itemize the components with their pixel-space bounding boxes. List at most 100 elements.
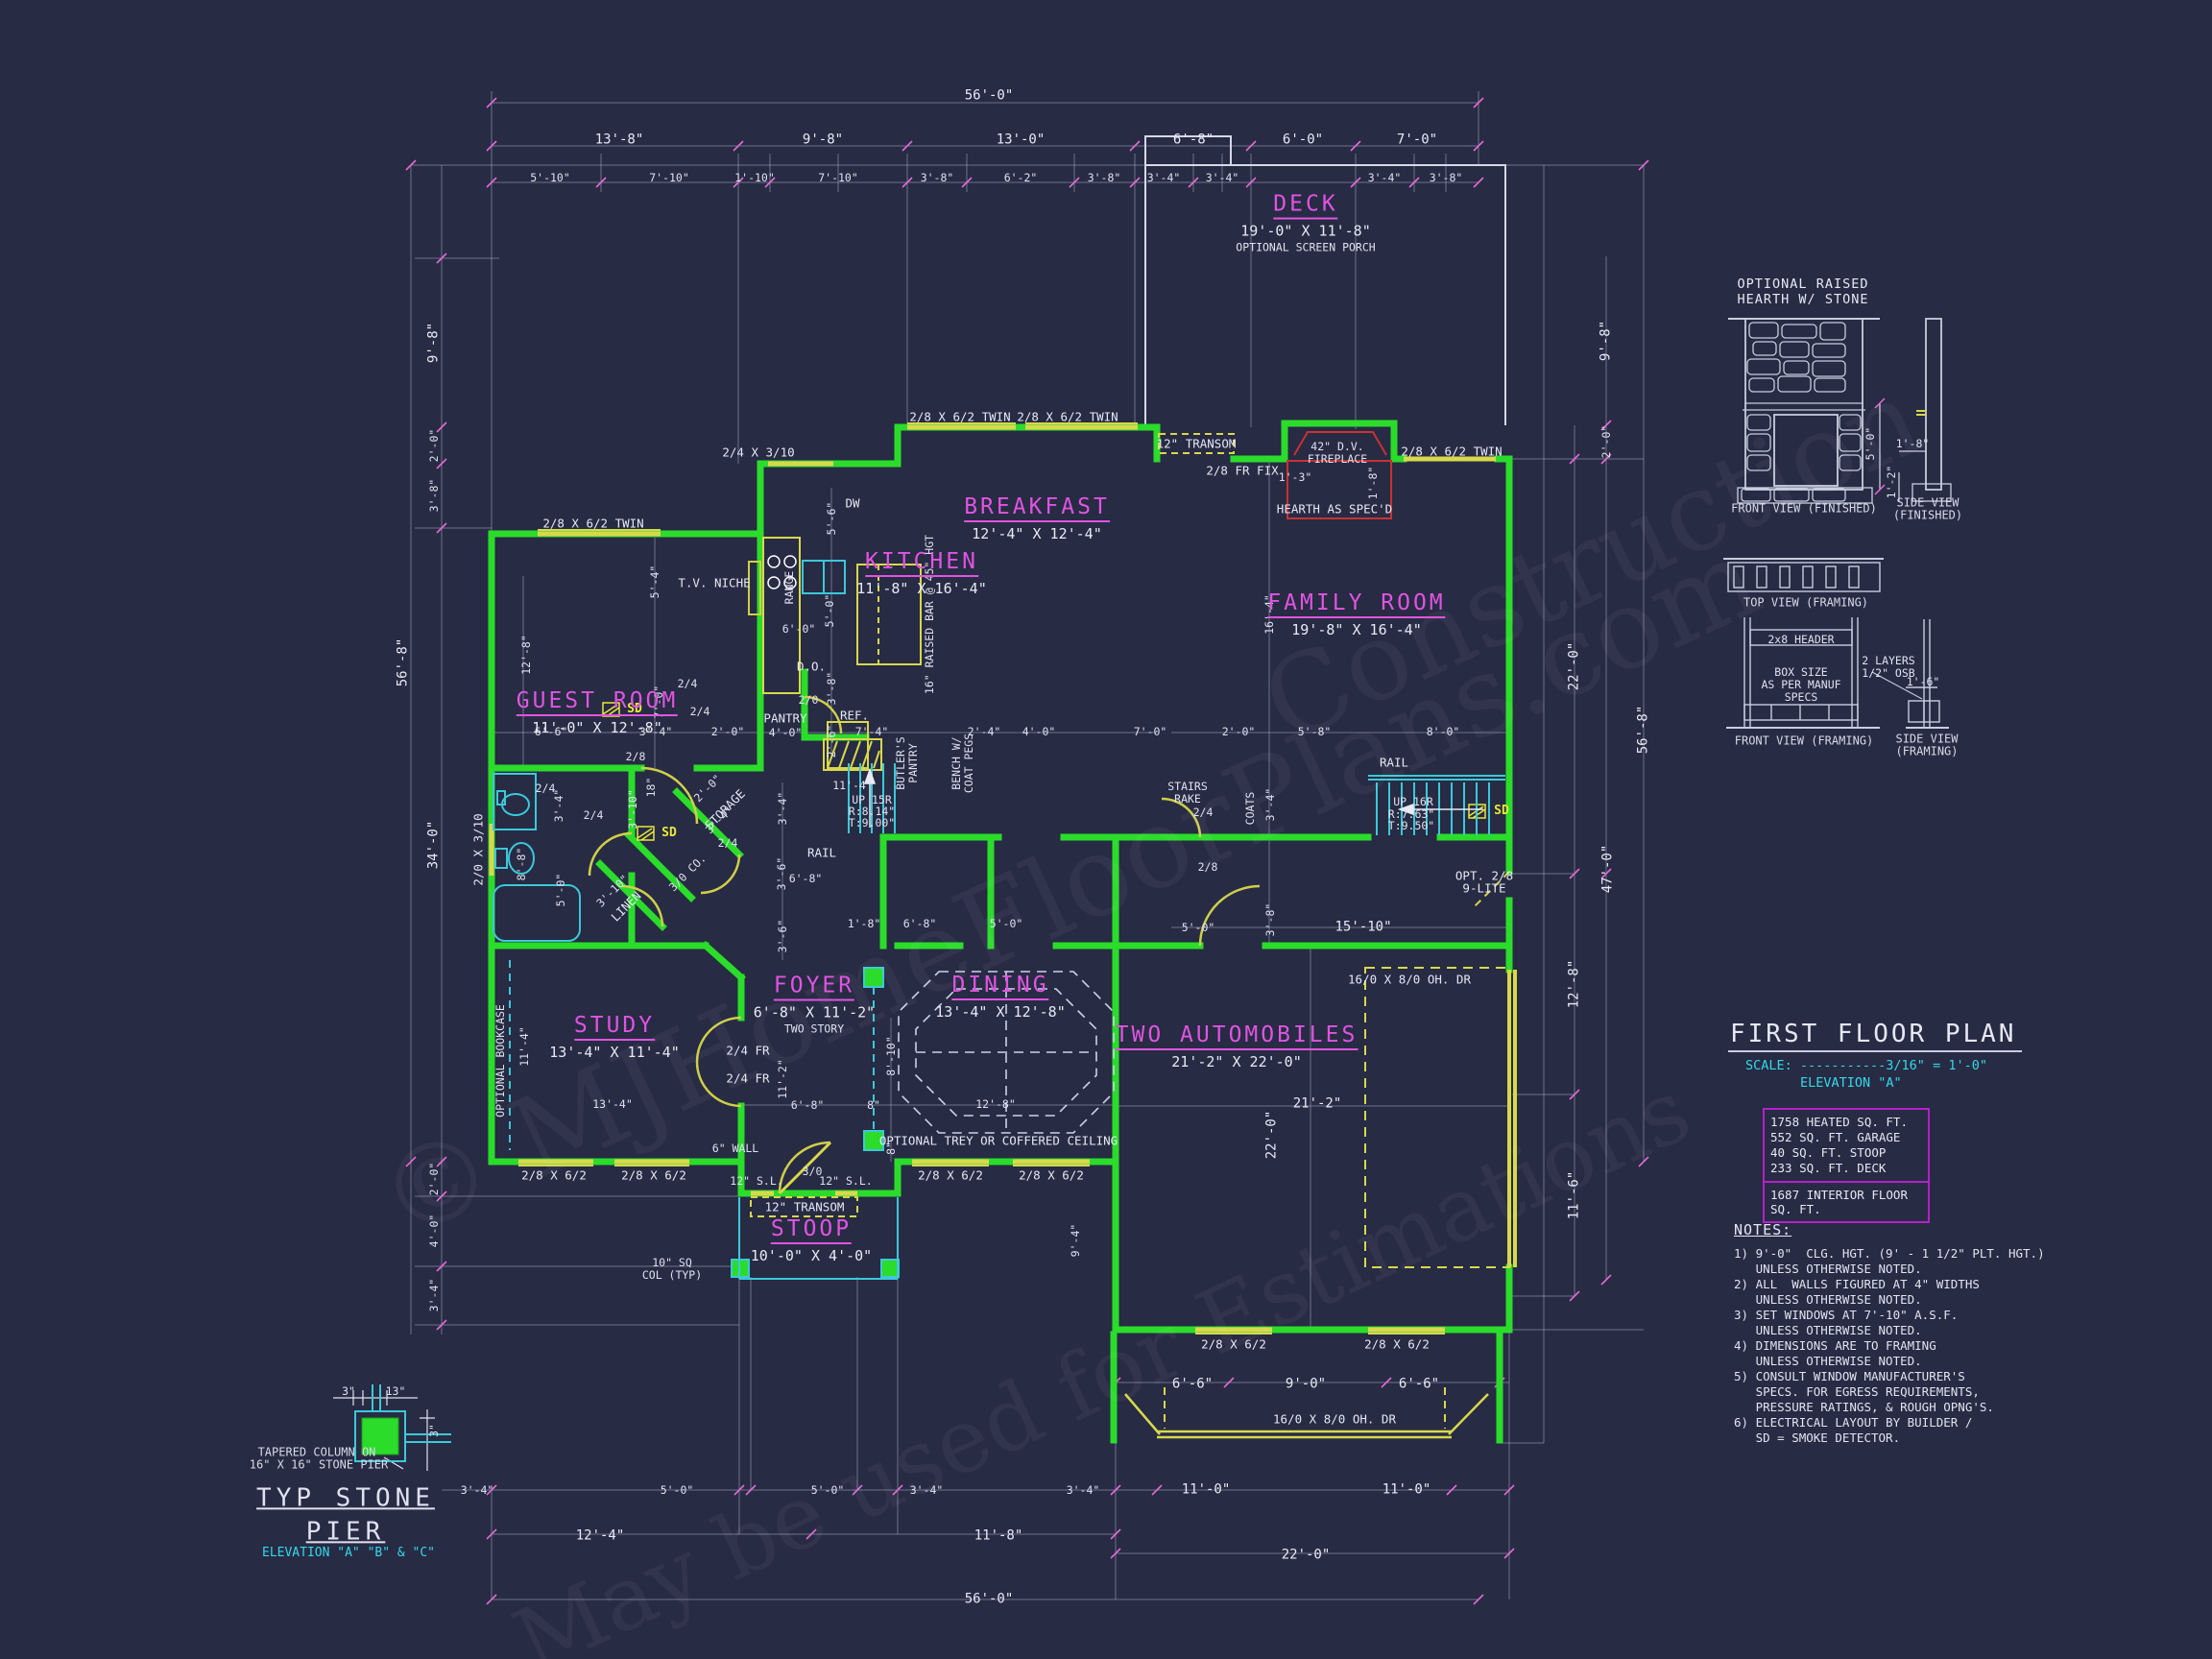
dim-label: 13'-8" (594, 132, 644, 148)
dim-label: UP 16R (1393, 794, 1433, 808)
dim-label: 4'-0" (768, 725, 803, 739)
note-line: UNLESS OTHERWISE NOTED. (1734, 1292, 1922, 1307)
annotation-label: 2/4 FR (726, 1070, 770, 1086)
trey-ceiling (898, 971, 1115, 1134)
dim-label: 2/4 (689, 704, 710, 718)
annotation-label: 2/4 FR (726, 1043, 770, 1058)
dim-label: 6'-0" (1282, 132, 1324, 148)
annotation-label: 2/8 FR FIX (1206, 463, 1279, 478)
annotation-label: 2/8 X 6/2 TWIN (542, 516, 644, 531)
dim-label: 11'-0" (1382, 1481, 1431, 1498)
note-line: 6) ELECTRICAL LAYOUT BY BUILDER / (1734, 1415, 1973, 1430)
dim-label: 1'-10" (734, 170, 775, 184)
dim-label: 5'-0" (1181, 920, 1215, 934)
detail-label: TOP VIEW (FRAMING) (1743, 595, 1869, 610)
detail-label: FRONT VIEW (FRAMING) (1734, 733, 1874, 748)
framing-detail (1723, 558, 1949, 729)
annotation-label: RAIL (1379, 755, 1409, 770)
note-line: 3) SET WINDOWS AT 7'-10" A.S.F. (1734, 1308, 1959, 1322)
annotation-label: T.V. NICHE (678, 575, 751, 590)
dim-label: 3'-4" (909, 1482, 944, 1497)
dim-label: 7'-10" (649, 170, 689, 184)
dim-label: 2x8 HEADER (1767, 632, 1835, 646)
annotation-label: 12" TRANSOM (1156, 436, 1237, 451)
dim-label: 42" D.V. (1310, 439, 1364, 453)
annotation-label: DW (845, 495, 860, 511)
dim-label: T:9.50" (1387, 818, 1435, 832)
annotation-label: 9-LITE (1462, 880, 1506, 896)
note-line: UNLESS OTHERWISE NOTED. (1734, 1354, 1922, 1368)
dim-label: 2 LAYERS (1862, 653, 1915, 667)
annotation-label: 16/0 X 8/0 OH. DR (1348, 972, 1471, 987)
dim-label: 6'-8" (902, 916, 937, 930)
dim-label: 7'-0" (1133, 724, 1167, 738)
dim-label: AS PER MANUF (1761, 677, 1841, 691)
annotation-label: D.O. (796, 659, 827, 674)
dim-label: 3'-4" (1066, 1482, 1100, 1497)
dim-label: 10" SQ (652, 1255, 692, 1269)
dim-label: 12'-4" (575, 1527, 625, 1544)
dim-label: 6'-8" (788, 871, 823, 885)
dim-label: 6'-6" (534, 724, 568, 738)
door-arcs (588, 561, 1261, 1194)
dim-label: 56'-0" (964, 87, 1014, 104)
dim-label: 9'-0" (1285, 1376, 1327, 1392)
dim-label: 3" (342, 1383, 355, 1398)
notes-heading: NOTES: (1734, 1221, 1792, 1238)
dim-label: 6" WALL (711, 1141, 759, 1155)
sqft-total: 1687 INTERIOR FLOOR SQ. FT. (1770, 1188, 1908, 1216)
dim-label: 21'-2" (1292, 1095, 1342, 1112)
detail-label: (FRAMING) (1895, 744, 1959, 758)
dim-label: 2/4 (1192, 805, 1214, 819)
dim-label: 2/8 (1197, 859, 1218, 874)
note-line: UNLESS OTHERWISE NOTED. (1734, 1262, 1922, 1276)
dim-label: 1'-6" (1906, 674, 1940, 688)
note-line: 1) 9'-0" CLG. HGT. (9' - 1 1/2" PLT. HGT… (1734, 1246, 2045, 1261)
dim-label: 6'-8" (790, 1097, 825, 1112)
detail-title: OPTIONAL RAISED (1737, 276, 1869, 292)
dim-label: UP 15R (852, 792, 892, 806)
pier-detail (333, 1384, 451, 1471)
annotation-label: 2/8 X 6/2 TWIN (1017, 409, 1118, 424)
dim-label: SPECS (1784, 689, 1818, 704)
dimension-lines (410, 91, 1645, 1600)
dim-label: 4'-0" (1022, 724, 1056, 738)
dim-label: 5'-0" (810, 1482, 845, 1497)
dim-label: 9'-8" (802, 132, 844, 148)
dim-label: 2'-0" (710, 724, 745, 738)
detail-label: FRONT VIEW (FINISHED) (1731, 501, 1877, 516)
dim-label: 13'-0" (996, 132, 1046, 148)
dim-label: FIREPLACE (1307, 451, 1368, 466)
dim-label: 2'-0" (1221, 724, 1256, 738)
dim-label: 5'-0" (989, 916, 1023, 930)
dim-label: 6'-2" (1003, 170, 1038, 184)
sqft-lines: 1758 HEATED SQ. FT. 552 SQ. FT. GARAGE 4… (1765, 1110, 1928, 1183)
notes-block: NOTES: 1) 9'-0" CLG. HGT. (9' - 1 1/2" P… (1734, 1221, 2051, 1446)
detail-subtitle: ELEVATION "A" "B" & "C" (261, 1546, 436, 1561)
annotation-label: 2/8 X 6/2 (1019, 1167, 1084, 1183)
dim-label: 3'-4" (638, 724, 673, 738)
dimension-ticks (405, 97, 1649, 1605)
annotation-label: PANTRY (763, 710, 807, 726)
detail-label: SIDE VIEW (1896, 495, 1960, 510)
dim-label: 2/4 (717, 835, 738, 850)
stair-arrows (863, 767, 1483, 828)
dim-label: 2/0 (798, 692, 819, 707)
dim-label: 7'-10" (818, 170, 858, 184)
dim-label: 11'-4" (832, 778, 873, 792)
detail-label: (FINISHED) (1892, 508, 1963, 522)
dim-label: 15'-10" (1334, 919, 1392, 935)
dim-label: 8" (867, 1097, 880, 1112)
dim-label: 6'-6" (1171, 1376, 1214, 1392)
dim-label: 2/4 (677, 676, 698, 690)
smoke-detector-label: SD (661, 826, 677, 841)
dim-label: 1'-8" (1895, 436, 1930, 450)
